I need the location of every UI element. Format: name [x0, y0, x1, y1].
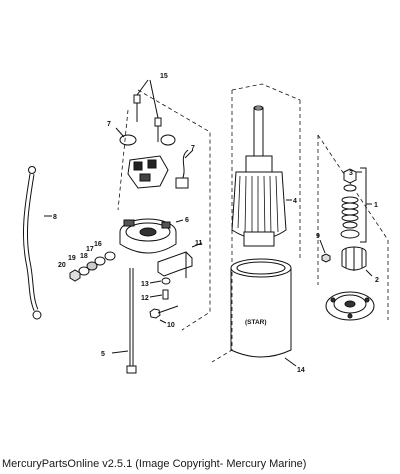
left-assembly-dashed-guide [117, 89, 211, 331]
through-bolt-5 [111, 268, 137, 374]
callout-10: 10 [167, 322, 175, 329]
callout-7-upper: 7 [107, 121, 111, 128]
callout-14: 14 [297, 367, 305, 374]
callout-20: 20 [58, 262, 66, 269]
callout-13: 13 [141, 281, 149, 288]
callout-9: 8 [53, 214, 57, 221]
callout-5: 5 [101, 351, 105, 358]
callout-1: 1 [374, 202, 378, 209]
callout-15: 15 [160, 73, 168, 80]
callout-7-right: 7 [191, 145, 195, 152]
battery-cable-9 [22, 166, 52, 320]
callout-2: 2 [375, 277, 379, 284]
bolt-10 [149, 305, 179, 324]
screw-15 [133, 79, 162, 142]
copyright-caption: MercuryPartsOnline v2.5.1 (Image Copyrig… [2, 458, 307, 470]
starter-housing-14 [230, 258, 297, 367]
callout-numbers: 15 7 7 6 8 11 16 17 18 19 20 13 12 10 5 … [53, 73, 379, 374]
callout-4: 4 [293, 198, 297, 205]
callout-6: 6 [185, 217, 189, 224]
brush-holder-plate [127, 155, 169, 189]
callout-19: 19 [68, 255, 76, 262]
brush-spring-7-left [115, 127, 176, 146]
pinion-gear-2 [341, 246, 373, 277]
housing-star-label: (STAR) [245, 319, 267, 326]
nut-13 [149, 277, 171, 285]
callout-11: 11 [195, 240, 203, 247]
callout-18: 18 [80, 253, 88, 260]
callout-16: 16 [94, 241, 102, 248]
callout-3: 3 [349, 170, 353, 177]
nut-8 [319, 239, 331, 263]
callout-8: 9 [316, 233, 320, 240]
mounting-bracket-11 [157, 242, 203, 278]
armature-4 [231, 105, 292, 247]
brush-lead-7-right [175, 149, 194, 189]
end-cap-6 [119, 218, 184, 254]
callout-12: 12 [141, 295, 149, 302]
bolt-12 [149, 289, 169, 300]
drive-end-head [325, 291, 375, 321]
drive-spring-assembly-1 [340, 167, 372, 243]
callout-17: 17 [86, 246, 94, 253]
terminal-hardware-16-20 [69, 251, 116, 282]
